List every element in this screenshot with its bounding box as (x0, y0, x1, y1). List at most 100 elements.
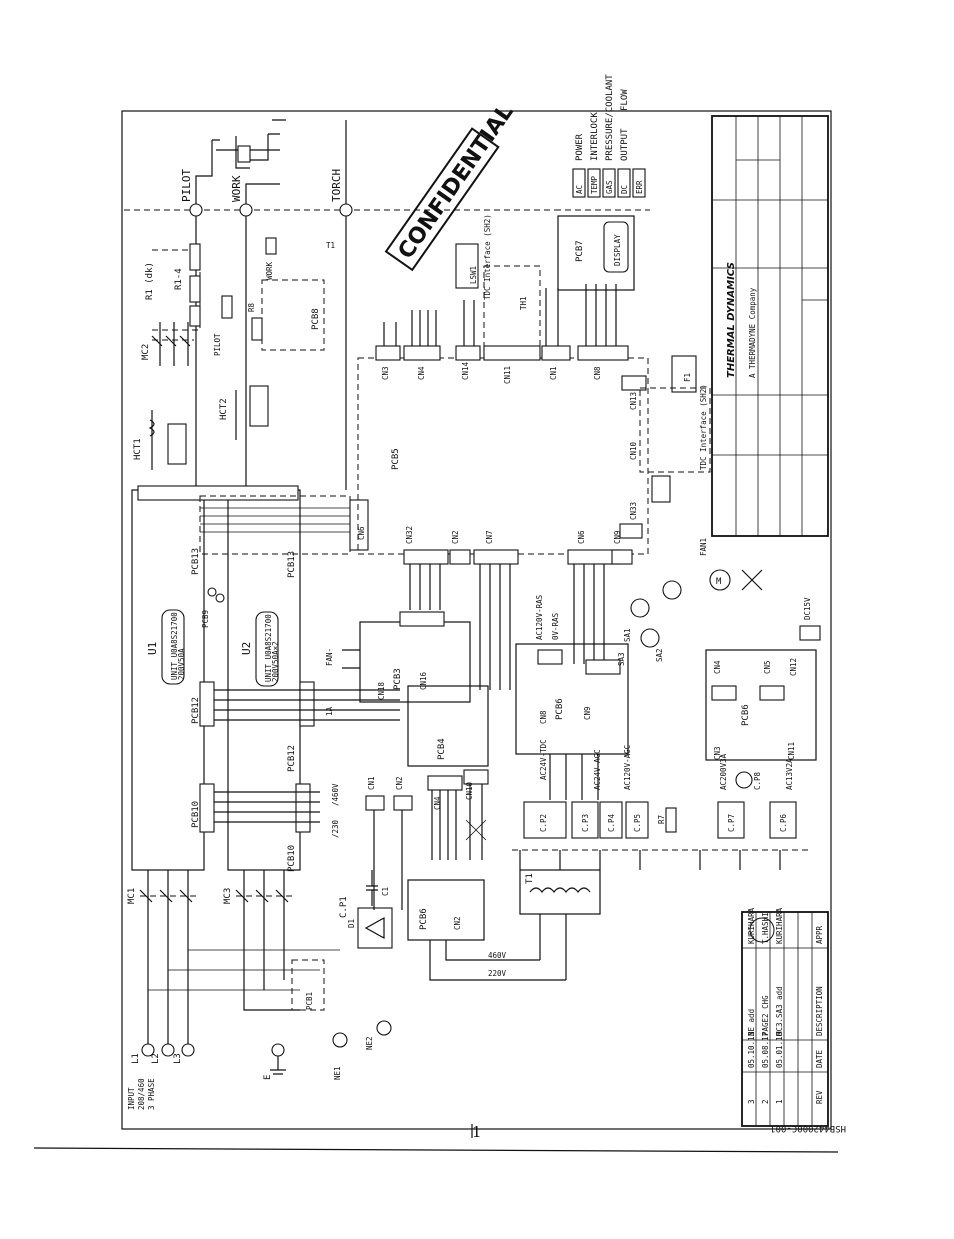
ac120v-agc-label: AC120V-AGC (623, 745, 632, 790)
svg-text:PILOT: PILOT (213, 333, 222, 356)
fan1: M FAN1 (699, 538, 763, 591)
r8-label: R8 (247, 302, 256, 312)
cn1-cn2-lower: CN1 CN2 (365, 776, 413, 910)
f1-label: F1 (683, 373, 692, 382)
r7-label: R7 (657, 815, 666, 824)
mc3-label: MC3 (223, 888, 233, 904)
sa1-switch (630, 598, 650, 618)
pcb5-board: PCB5 (357, 357, 649, 555)
l3-label: L3 (173, 1053, 183, 1064)
rev3-desc: NE add (747, 1009, 756, 1036)
cn1-lower-label: CN1 (367, 776, 376, 790)
hct2-label: HCT2 (219, 398, 229, 420)
u2-sub: 200V50A×2 (271, 641, 280, 682)
transformer-coil-icon (529, 887, 591, 893)
input-label-3: 3 PHASE (147, 1078, 156, 1110)
cn3-label: CN3 (381, 366, 390, 380)
rev2-mark: 2 (761, 1099, 770, 1104)
mc1-label: MC1 (127, 888, 137, 904)
cn33-connector: CN33 (619, 475, 671, 539)
cn3-label-2: CN3 (713, 746, 722, 760)
cp8-board (735, 771, 753, 789)
pcb3-label: PCB3 (393, 668, 403, 690)
ac24v-tdc-label: AC24V-TDC (539, 739, 548, 780)
ov-ras-label: 0V-RAS (551, 612, 560, 640)
v220-wire-label: 220V (488, 969, 507, 978)
fan-icon (741, 569, 763, 591)
rev3-date: 05.10.13 (747, 1032, 756, 1068)
sa2-label: SA2 (655, 648, 664, 662)
rev1-date: 05.01.10 (775, 1031, 784, 1068)
title-block: THERMAL DYNAMICS A THERMADYNE Company (711, 115, 829, 537)
rev2-sign: T.HASHI (761, 912, 770, 944)
pilot-resistor-r1-4 (189, 243, 201, 327)
input-label-2: 208/460 (137, 1078, 146, 1110)
rev-header-sign: APPR (815, 925, 824, 944)
pcb1-label: PCB1 (305, 992, 314, 1010)
cn10-tdc-interface: CN10 TDC Interface (SH2) (629, 384, 711, 473)
pcb9-board: PCB9 (201, 587, 225, 628)
pcb7-label-c: PCB6 (419, 908, 429, 930)
u1-label: U1 (146, 642, 159, 655)
cn4-label-2: CN4 (433, 796, 442, 810)
svg-text:M: M (716, 577, 722, 587)
ne1-lamp (332, 1032, 348, 1048)
legend-code-gas: GAS (605, 180, 614, 194)
company-name: THERMAL DYNAMICS (726, 262, 737, 378)
pcb4-label: PCB4 (437, 738, 447, 760)
pcb12-label-u2: PCB12 (287, 745, 297, 772)
legend-code-temp: TEMP (590, 175, 599, 194)
cn4-label: CN4 (417, 366, 426, 380)
v230-label: /230 (331, 819, 340, 838)
input-label-1: INPUT (127, 1087, 136, 1110)
cn9-label-2: CN9 (583, 706, 592, 720)
sa3-label: SA3 (617, 652, 626, 666)
tdc-interface-2: TDC Interface (SH2) (699, 384, 708, 470)
pcb4-board: PCB4 CN4 CN10 (407, 685, 489, 860)
pcb10-label-u1: PCB10 (191, 801, 201, 828)
page-number: 1 (472, 1123, 482, 1141)
revision-block: 3 05.10.13 NE add KURIHARA 2 05.08.17 PA… (741, 907, 829, 1127)
cn8-label-2: CN8 (539, 710, 548, 724)
pcb1-board: PCB1 NE1 NE2 (291, 959, 392, 1080)
cp4-label: C.P4 (607, 813, 616, 832)
diode-d1-icon (364, 916, 385, 940)
cn2-label-c: CN2 (453, 916, 462, 930)
t1-label: T1 (525, 873, 535, 884)
cn7-label: CN7 (485, 530, 494, 544)
pcb5-label: PCB5 (391, 448, 401, 470)
v460-label: /460V (331, 783, 340, 806)
legend-text-power: POWER (575, 133, 585, 161)
mc3-coil (640, 628, 660, 648)
capacitor-c1-icon (366, 870, 378, 906)
cn32-label: CN32 (405, 526, 414, 544)
pcb10-connectors: PCB10 PCB10 /460V /230 (191, 783, 340, 872)
cn2-label: CN2 (451, 530, 460, 544)
legend-text-flow: FLOW (620, 89, 630, 111)
cn12-label: CN12 (789, 658, 798, 676)
mc2-coil (662, 580, 682, 600)
cp6-label: C.P6 (779, 813, 788, 832)
l1-terminal (141, 1043, 155, 1057)
mc2-contactor: MC2 (141, 322, 194, 366)
transformer-t1: T1 (519, 869, 601, 980)
cn5-label: CN5 (763, 660, 772, 674)
rev-header-desc: DESCRIPTION (815, 986, 824, 1036)
pcb7-label-a: PCB6 (555, 698, 565, 720)
cn12-dc15v: CN12 DC15V (789, 597, 821, 676)
cn14-label: CN14 (461, 361, 470, 380)
cn18-label: CN18 (377, 681, 386, 700)
rev-header-date: DATE (815, 1049, 824, 1068)
unit-u2: U2 UNIT U0A8S21700 200V50A×2 (227, 489, 301, 871)
d1-label: D1 (347, 919, 356, 928)
cn6-label-2: CN6 (577, 530, 586, 544)
legend-text-pressure: PRESSURE/COOLANT (605, 74, 615, 161)
output-terminals: PILOT WORK TORCH (124, 119, 555, 217)
cp1-board: D1 C1 C.P1 (339, 870, 393, 949)
l2-terminal (161, 1043, 175, 1057)
cp5-label: C.P5 (633, 814, 642, 832)
pcb3-board: PCB3 CN18 CN16 FAN- 1A (325, 611, 471, 716)
ac120v-ras-label: AC120V-RAS (535, 594, 544, 640)
